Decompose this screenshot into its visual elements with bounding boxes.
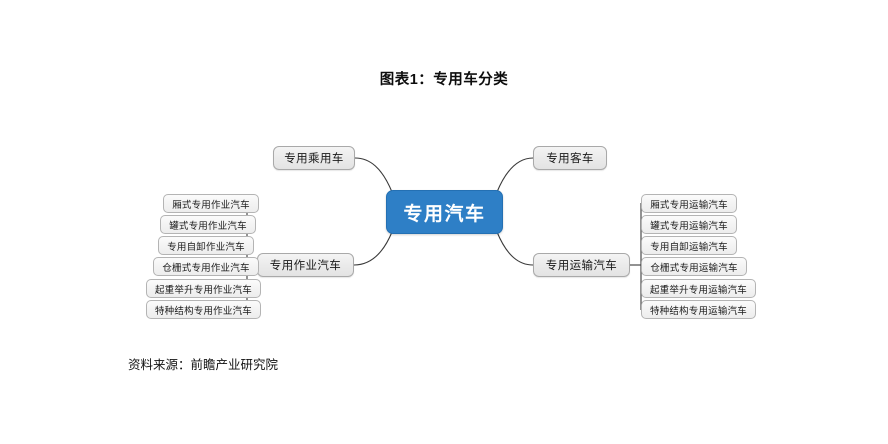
- branch-node-special-bus[interactable]: 专用客车: [533, 146, 607, 170]
- branch-node-special-transport-vehicle[interactable]: 专用运输汽车: [533, 253, 630, 277]
- leaf-node-left-1[interactable]: 厢式专用作业汽车: [163, 194, 259, 213]
- link-center-transport: [496, 231, 534, 266]
- leaf-node-left-6[interactable]: 特种结构专用作业汽车: [146, 300, 261, 319]
- center-node-special-vehicle[interactable]: 专用汽车: [386, 190, 503, 234]
- leaf-node-left-2[interactable]: 罐式专用作业汽车: [160, 215, 256, 234]
- leaf-node-right-3[interactable]: 专用自卸运输汽车: [641, 236, 737, 255]
- leaf-node-left-4[interactable]: 仓栅式专用作业汽车: [153, 257, 259, 276]
- branch-node-special-passenger-car[interactable]: 专用乘用车: [273, 146, 355, 170]
- link-center-operation: [353, 231, 393, 266]
- link-center-passenger: [354, 157, 393, 193]
- branch-node-special-operation-vehicle[interactable]: 专用作业汽车: [257, 253, 354, 277]
- leaf-node-left-3[interactable]: 专用自卸作业汽车: [158, 236, 254, 255]
- leaf-node-right-2[interactable]: 罐式专用运输汽车: [641, 215, 737, 234]
- source-note: 资料来源：前瞻产业研究院: [128, 358, 279, 372]
- link-center-bus: [496, 157, 534, 193]
- leaf-node-right-1[interactable]: 厢式专用运输汽车: [641, 194, 737, 213]
- leaf-node-right-4[interactable]: 仓栅式专用运输汽车: [641, 257, 747, 276]
- page-title: 图表1：专用车分类: [379, 72, 509, 88]
- leaf-node-right-5[interactable]: 起重举升专用运输汽车: [641, 279, 756, 298]
- leaf-node-right-6[interactable]: 特种结构专用运输汽车: [641, 300, 756, 319]
- leaf-node-left-5[interactable]: 起重举升专用作业汽车: [146, 279, 261, 298]
